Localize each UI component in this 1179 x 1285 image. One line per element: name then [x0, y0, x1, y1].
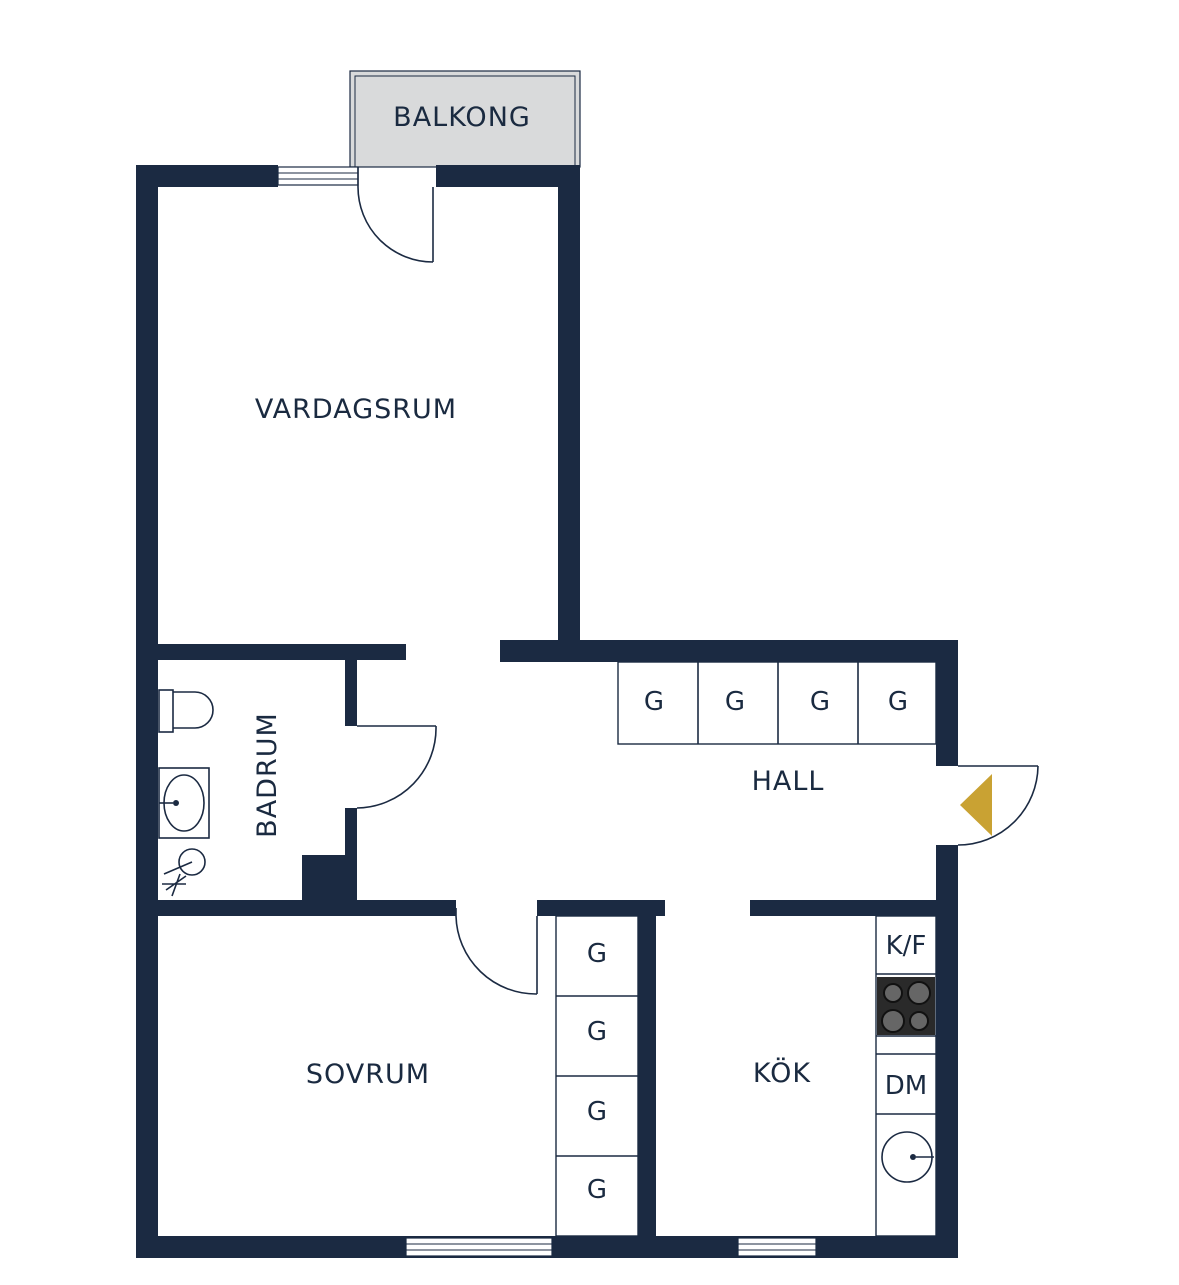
bedroom-wardrobe-label: G [587, 1175, 607, 1205]
kitchen-counter: K/F DM [875, 915, 937, 1237]
room-label-balkong: BALKONG [393, 102, 531, 133]
entrance-door [957, 765, 1039, 846]
hall-wardrobes: G G G G [617, 661, 937, 745]
dishwasher-label: DM [885, 1071, 927, 1101]
bedroom-wardrobe-label: G [587, 939, 607, 969]
hall-wardrobe-label: G [888, 687, 908, 717]
bedroom-wardrobes: G G G G [555, 915, 639, 1237]
bathroom-door [356, 725, 437, 809]
room-label-vardagsrum: VARDAGSRUM [255, 394, 457, 425]
bedroom-wardrobe-label: G [587, 1017, 607, 1047]
fridge-freezer-label: K/F [886, 931, 927, 961]
hall-wardrobe-label: G [644, 687, 664, 717]
kitchen-sink-icon [881, 1131, 934, 1183]
entrance-arrow-icon [960, 774, 992, 836]
hall-wardrobe-label: G [810, 687, 830, 717]
room-label-badrum: BADRUM [252, 712, 283, 838]
washbasin-icon [158, 767, 210, 839]
shower-icon [162, 848, 206, 897]
hall-wardrobe-label: G [725, 687, 745, 717]
room-label-sovrum: SOVRUM [306, 1059, 430, 1090]
toilet-icon [158, 689, 214, 733]
bedroom-wardrobe-label: G [587, 1097, 607, 1127]
windows [277, 166, 817, 1257]
room-label-kok: KÖK [753, 1057, 811, 1089]
balcony [349, 70, 581, 168]
balcony-door [357, 167, 434, 263]
room-label-hall: HALL [752, 766, 825, 797]
stove-icon [877, 977, 935, 1035]
bedroom-door [455, 908, 538, 995]
